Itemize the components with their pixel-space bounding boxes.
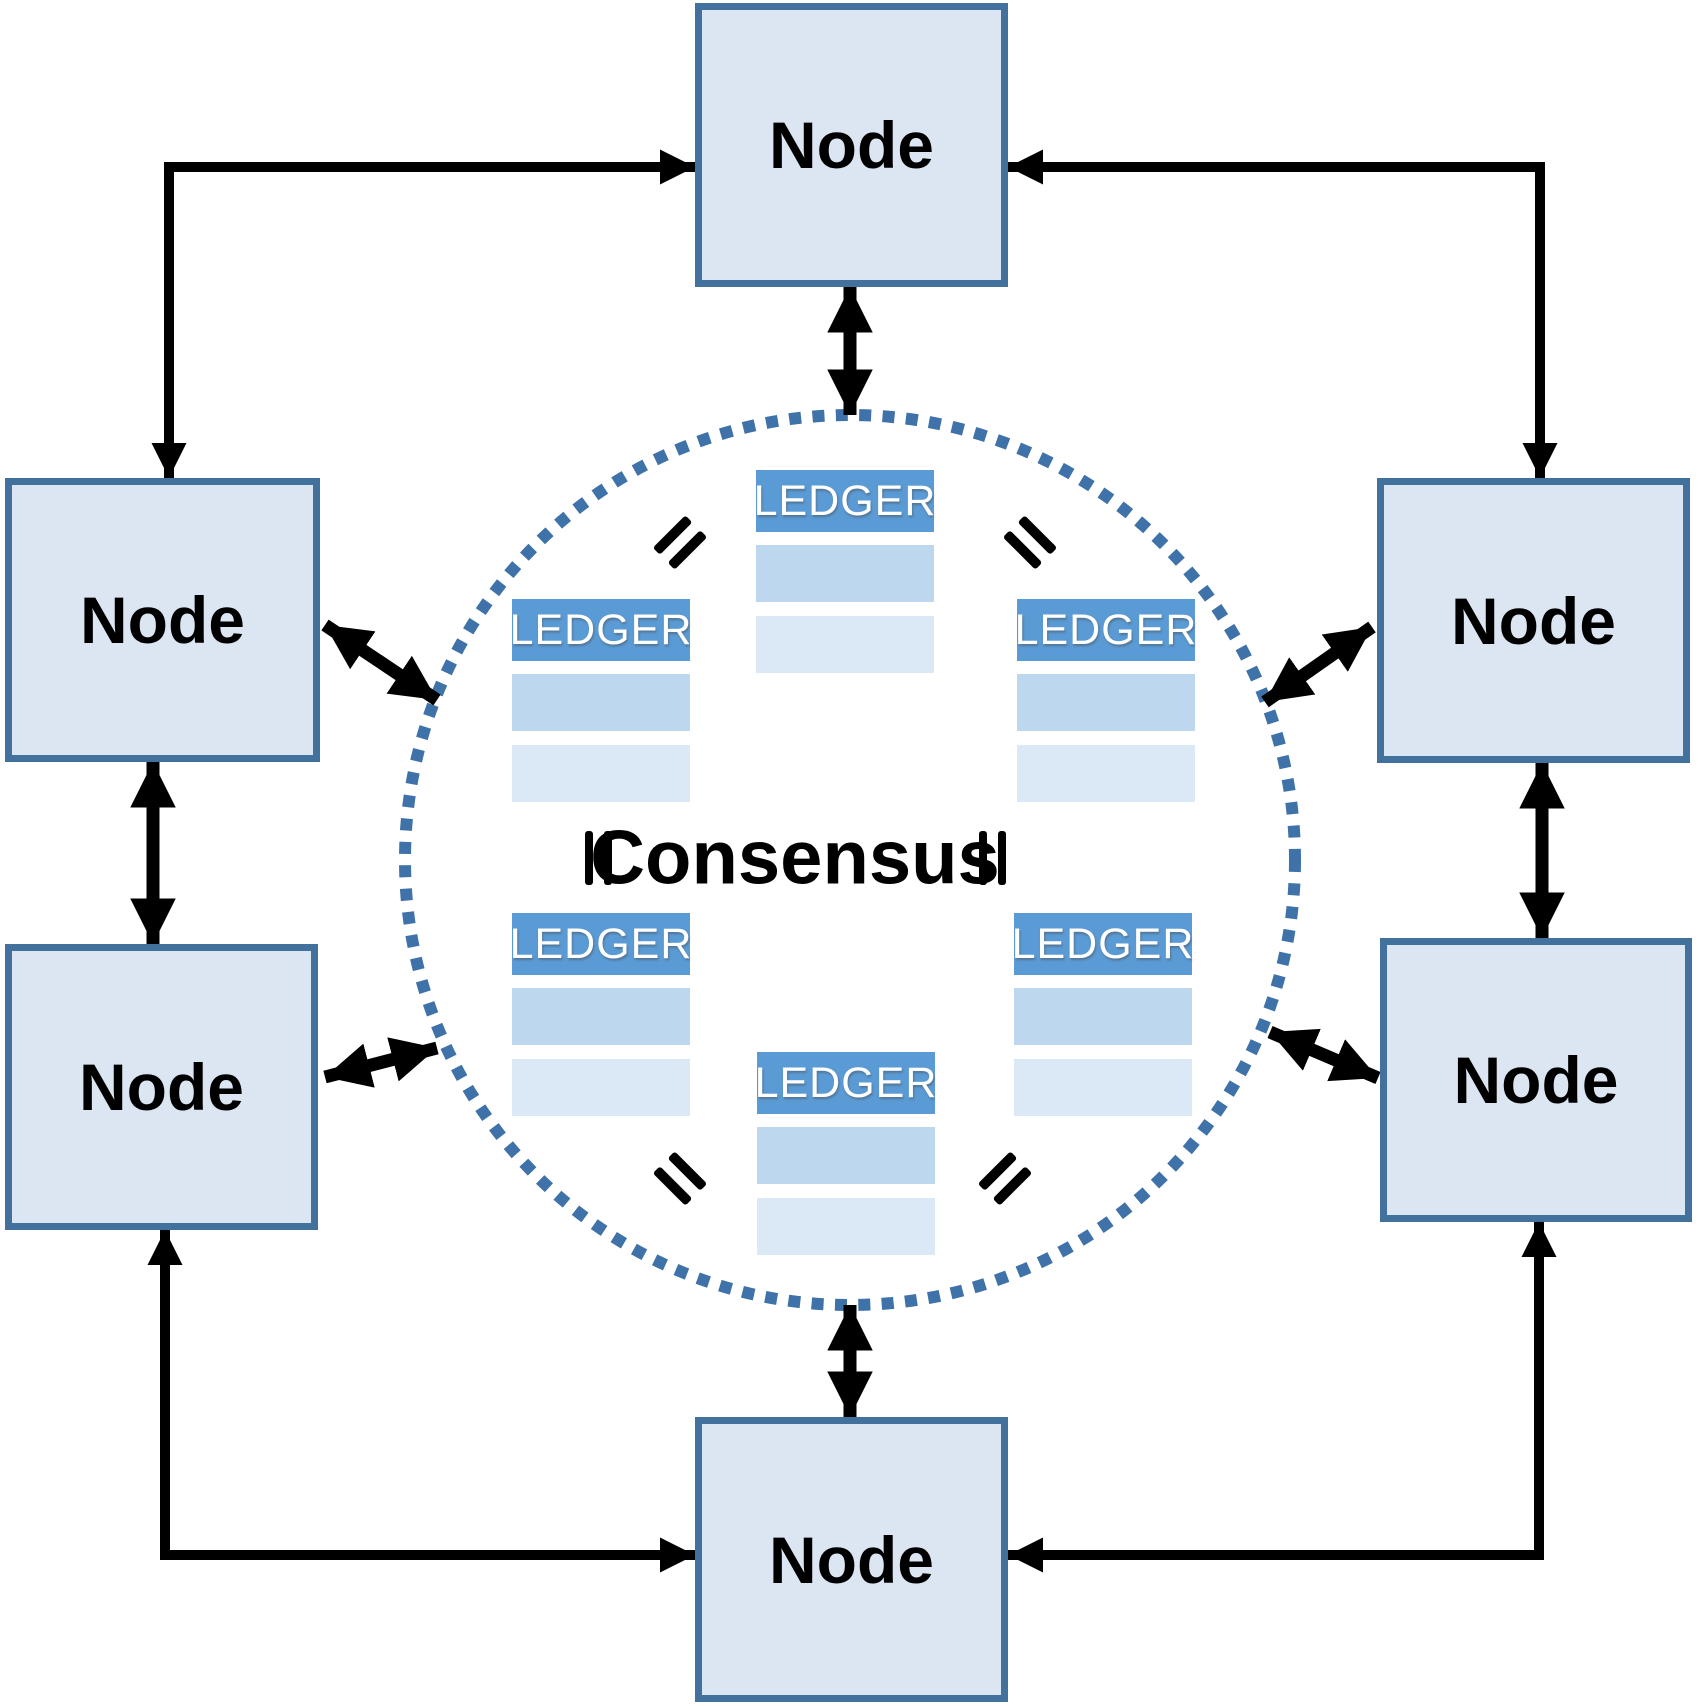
node-box-top: Node bbox=[695, 3, 1008, 287]
node-box-upper-left: Node bbox=[5, 478, 320, 762]
ledger-header: LEDGER bbox=[754, 470, 935, 532]
arrow-lowerleft-circle bbox=[323, 1037, 439, 1088]
ledger-row bbox=[756, 616, 934, 673]
ledger-table-lower-right: LEDGER bbox=[1012, 913, 1193, 1116]
ledger-header: LEDGER bbox=[510, 913, 691, 975]
equals-icon-right-vertical bbox=[979, 831, 1006, 885]
node-box-upper-right: Node bbox=[1377, 478, 1690, 763]
ledger-row bbox=[512, 745, 690, 802]
ledger-header: LEDGER bbox=[510, 599, 691, 661]
ledger-table-middle-left: LEDGER bbox=[510, 599, 691, 802]
arrow-lowerright-to-bottom bbox=[1008, 1222, 1557, 1573]
equals-icon-left-vertical bbox=[585, 831, 612, 885]
consensus-circle bbox=[399, 409, 1301, 1311]
arrow-upperleft-to-top bbox=[151, 149, 695, 478]
node-box-bottom: Node bbox=[695, 1417, 1008, 1702]
ledger-row bbox=[757, 1127, 935, 1184]
ledger-header: LEDGER bbox=[1012, 913, 1193, 975]
ledger-header: LEDGER bbox=[1015, 599, 1196, 661]
ledger-row bbox=[757, 1198, 935, 1255]
ledger-row bbox=[512, 1059, 690, 1116]
ledger-table-lower-left: LEDGER bbox=[510, 913, 691, 1116]
arrow-lowerright-circle bbox=[1267, 1026, 1381, 1084]
ledger-row bbox=[512, 674, 690, 731]
ledger-row bbox=[1017, 674, 1195, 731]
arrow-upperleft-circle bbox=[321, 619, 441, 706]
ledger-table-middle-right: LEDGER bbox=[1015, 599, 1196, 802]
ledger-table-bottom-center: LEDGER bbox=[755, 1052, 936, 1255]
ledger-row bbox=[1014, 1059, 1192, 1116]
ledger-row bbox=[1017, 745, 1195, 802]
ledger-header: LEDGER bbox=[755, 1052, 936, 1114]
consensus-label: Consensus bbox=[590, 815, 1000, 901]
ledger-row bbox=[1014, 988, 1192, 1045]
ledger-row bbox=[756, 545, 934, 602]
arrow-top-to-upperright bbox=[1008, 149, 1558, 478]
arrow-upperright-circle bbox=[1261, 621, 1376, 708]
ledger-row bbox=[512, 988, 690, 1045]
node-box-lower-right: Node bbox=[1380, 938, 1692, 1222]
node-box-lower-left: Node bbox=[5, 944, 318, 1230]
ledger-table-top: LEDGER bbox=[754, 470, 935, 673]
arrow-lowerleft-to-bottom bbox=[147, 1230, 695, 1573]
